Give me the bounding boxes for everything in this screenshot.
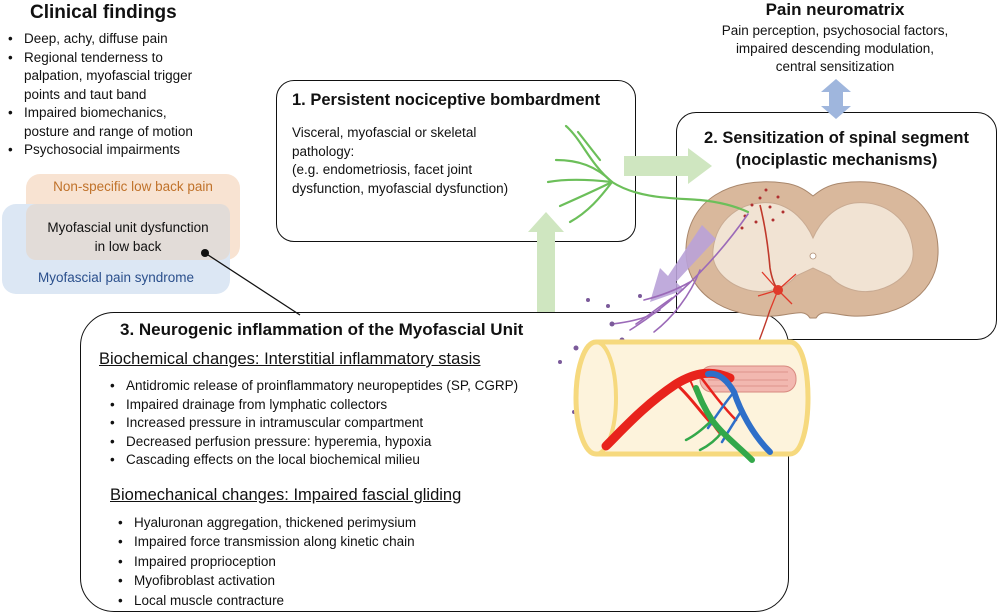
list-item: Impaired proprioception — [116, 552, 576, 572]
myofascial-unit-dysfunction-label: Myofascial unit dysfunction in low back — [26, 218, 230, 256]
dysfunction-line-2: in low back — [94, 239, 162, 254]
box2-title-line-2: (nociplastic mechanisms) — [735, 151, 938, 169]
list-item: Hyaluronan aggregation, thickened perimy… — [116, 513, 576, 533]
box2-title-line-1: 2. Sensitization of spinal segment — [704, 129, 969, 147]
neuromatrix-line: impaired descending modulation, — [735, 41, 935, 56]
list-item: Psychosocial impairments — [6, 141, 206, 160]
biomechanical-heading: Biomechanical changes: Impaired fascial … — [110, 486, 462, 504]
box1-title: 1. Persistent nociceptive bombardment — [292, 91, 601, 109]
box1-line: dysfunction, myofascial dysfunction) — [292, 180, 509, 196]
biochemical-heading: Biochemical changes: Interstitial inflam… — [99, 350, 481, 368]
neuromatrix-line: Pain perception, psychosocial factors, — [721, 23, 949, 38]
box1-line: (e.g. endometriosis, facet joint — [292, 162, 473, 177]
arrow-purple — [650, 225, 716, 302]
blood-vessels — [601, 368, 773, 463]
list-item: Impaired biomechanics, posture and range… — [6, 104, 206, 141]
pain-neuromatrix-title: Pain neuromatrix — [765, 0, 905, 19]
arrow-up-green — [528, 212, 564, 312]
pain-neuromatrix-text: Pain perception, psychosocial factors, i… — [690, 22, 980, 76]
double-arrow-blue — [821, 79, 851, 119]
clinical-findings-title: Clinical findings — [30, 2, 177, 23]
myofascial-unit-dysfunction-region — [26, 204, 230, 260]
list-item: Increased pressure in intramuscular comp… — [108, 414, 578, 433]
box1-text: Visceral, myofascial or skeletal patholo… — [292, 124, 542, 198]
neuromatrix-line: central sensitization — [775, 59, 895, 74]
nerve-purple — [611, 213, 749, 333]
list-item: Regional tenderness to palpation, myofas… — [6, 49, 206, 105]
spinal-cord — [685, 181, 939, 377]
myofascial-pain-syndrome-label: Myofascial pain syndrome — [37, 270, 195, 285]
list-item: Impaired force transmission along kineti… — [116, 532, 576, 552]
box2-title: 2. Sensitization of spinal segment (noci… — [676, 127, 997, 171]
box1-line: Visceral, myofascial or skeletal — [292, 125, 477, 140]
list-item: Myofibroblast activation — [116, 571, 576, 591]
list-item: Cascading effects on the local biochemic… — [108, 451, 578, 470]
nonspecific-lbp-label: Non-specific low back pain — [53, 179, 213, 194]
arrow-right-green — [624, 148, 712, 184]
dysfunction-line-1: Myofascial unit dysfunction — [47, 220, 209, 235]
biochemical-list: Antidromic release of proinflammatory ne… — [108, 377, 578, 470]
box-persistent-nociceptive-bombardment — [276, 80, 636, 242]
list-item: Antidromic release of proinflammatory ne… — [108, 377, 578, 396]
box3-title: 3. Neurogenic inflammation of the Myofas… — [120, 320, 524, 339]
list-item: Decreased perfusion pressure: hyperemia,… — [108, 433, 578, 452]
box1-line: pathology: — [292, 143, 355, 159]
list-item: Deep, achy, diffuse pain — [6, 30, 206, 49]
connector-dot — [201, 249, 209, 257]
nerve-green — [546, 124, 750, 224]
list-item: Local muscle contracture — [116, 591, 576, 611]
clinical-findings-list: Deep, achy, diffuse pain Regional tender… — [6, 30, 206, 160]
biomechanical-list: Hyaluronan aggregation, thickened perimy… — [116, 513, 576, 610]
connector-line — [204, 252, 301, 316]
list-item: Impaired drainage from lymphatic collect… — [108, 396, 578, 415]
